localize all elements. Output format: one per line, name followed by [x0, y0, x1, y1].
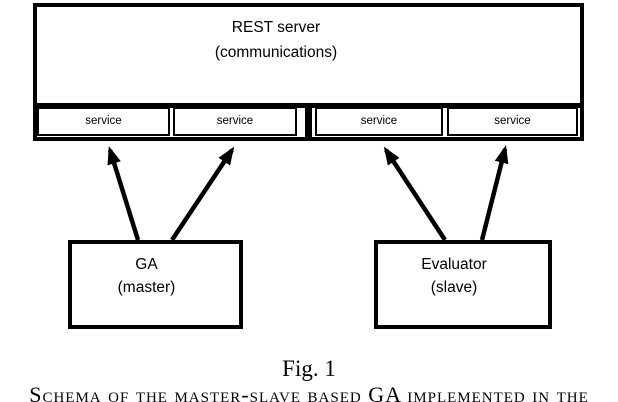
service-label-1: service [85, 115, 122, 127]
arrow-evaluator-to-service-3 [383, 146, 447, 242]
arrow-evaluator-to-service-4 [479, 145, 509, 241]
rest-server-text: REST server (communications) [37, 15, 515, 65]
rest-server-title: REST server [231, 19, 321, 36]
figure-label: Fig. 1 [282, 356, 336, 381]
service-strip-center-divider [305, 106, 312, 139]
arrow-ga-to-service-1 [107, 146, 141, 241]
service-label-3: service [360, 115, 398, 127]
service-box-4: service [447, 107, 578, 136]
ga-master-text: GA (master) [63, 253, 230, 299]
evaluator-subtitle: (slave) [430, 279, 478, 296]
service-label-4: service [494, 115, 531, 127]
service-box-1: service [37, 107, 170, 136]
evaluator-slave-text: Evaluator (slave) [369, 253, 539, 299]
arrow-ga-to-service-2 [170, 146, 235, 242]
evaluator-slave-box: Evaluator (slave) [374, 240, 552, 329]
service-strip-divider [33, 103, 584, 108]
ga-title: GA [135, 256, 158, 273]
service-box-2: service [173, 107, 297, 136]
service-box-3: service [315, 107, 443, 136]
ga-subtitle: (master) [117, 279, 176, 296]
rest-server-subtitle: (communications) [214, 44, 338, 61]
evaluator-title: Evaluator [421, 256, 487, 273]
ga-master-box: GA (master) [68, 240, 243, 329]
figure-caption: Schema of the master-slave based GA impl… [29, 382, 589, 402]
service-label-2: service [216, 115, 254, 127]
